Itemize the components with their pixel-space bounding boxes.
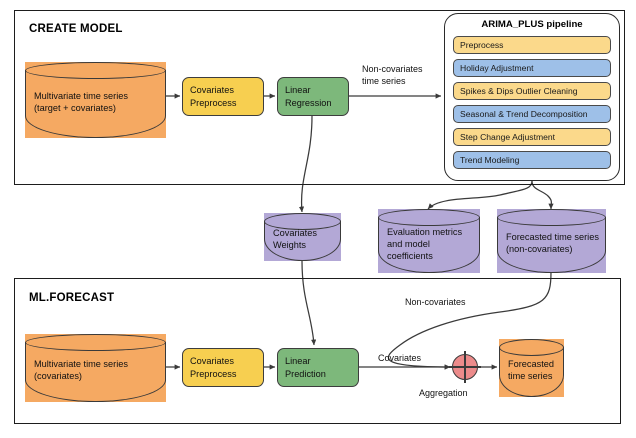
cylinder-body [378, 217, 480, 273]
box-label-line1: Linear [285, 356, 311, 366]
covariates-preprocess-box-ml-forecast[interactable]: Covariates Preprocess [182, 348, 264, 387]
box-label-line2: Prediction [285, 368, 326, 379]
ml-forecast-frame [14, 278, 621, 424]
store-label: Forecasted time series [508, 358, 557, 382]
pipeline-step-holiday-adjustment[interactable]: Holiday Adjustment [453, 59, 611, 77]
box-label-line2: Preprocess [190, 368, 237, 379]
box-label: Covariates Preprocess [190, 84, 236, 109]
store-label: Multivariate time series (target + covar… [34, 90, 159, 114]
linear-regression-box[interactable]: Linear Regression [277, 77, 349, 116]
store-label: Evaluation metrics and model coefficient… [387, 226, 473, 262]
store-label-line1: Multivariate time series [34, 358, 128, 369]
create-model-title: CREATE MODEL [29, 23, 123, 35]
cylinder-body [497, 217, 606, 273]
cylinder-top [264, 213, 341, 230]
box-label-line2: Regression [285, 97, 332, 108]
store-label-line2: (covariates) [34, 370, 82, 381]
pipeline-step-label: Holiday Adjustment [460, 63, 534, 73]
forecasted-non-covariates-store: Forecasted time series (non-covariates) [497, 209, 606, 273]
store-label-line2: (non-covariates) [506, 243, 573, 254]
box-label-line1: Covariates [190, 356, 234, 366]
box-label: Linear Prediction [285, 355, 326, 380]
cylinder-body [25, 70, 166, 138]
store-label-line2: Weights [273, 239, 307, 250]
pipeline-step-label: Spikes & Dips Outlier Cleaning [460, 86, 578, 96]
pipeline-step-label: Seasonal & Trend Decomposition [460, 109, 588, 119]
box-label-line2: Preprocess [190, 97, 237, 108]
covariates-preprocess-box-create-model[interactable]: Covariates Preprocess [182, 77, 264, 116]
store-label-line1: Forecasted [508, 358, 554, 369]
store-label-line1: Evaluation metrics [387, 226, 463, 237]
box-label: Linear Regression [285, 84, 331, 109]
cylinder-top [378, 209, 480, 226]
edge-pipeline-to-forecast-store [531, 180, 554, 210]
create-model-frame [14, 10, 625, 185]
aggregation-node[interactable] [449, 351, 481, 383]
cylinder-top [25, 334, 166, 351]
pipeline-step-step-change-adjustment[interactable]: Step Change Adjustment [453, 128, 611, 146]
linear-prediction-box[interactable]: Linear Prediction [277, 348, 359, 387]
store-label-line2: time series [508, 370, 553, 381]
pipeline-step-label: Trend Modeling [460, 155, 520, 165]
store-label: Forecasted time series (non-covariates) [506, 231, 599, 255]
covariates-edge-label: Covariates [378, 353, 422, 363]
forecasted-time-series-output-store: Forecasted time series [499, 339, 564, 397]
cylinder-top [499, 339, 564, 356]
store-label: Covariates Weights [273, 227, 334, 251]
store-label-line1: Forecasted time series [506, 231, 599, 242]
pipeline-step-label: Preprocess [460, 40, 504, 50]
pipeline-step-seasonal-trend-decomposition[interactable]: Seasonal & Trend Decomposition [453, 105, 611, 123]
pipeline-step-spikes-dips-outlier-cleaning[interactable]: Spikes & Dips Outlier Cleaning [453, 82, 611, 100]
cylinder-top [25, 62, 166, 79]
cylinder-body [25, 342, 166, 402]
store-label-line2: and model [387, 238, 430, 249]
multivariate-input-store-create-model: Multivariate time series (target + covar… [25, 62, 166, 138]
pipeline-step-label: Step Change Adjustment [460, 132, 556, 142]
pipeline-title: ARIMA_PLUS pipeline [481, 19, 583, 30]
pipeline-step-preprocess[interactable]: Preprocess [453, 36, 611, 54]
multivariate-input-store-ml-forecast: Multivariate time series (covariates) [25, 334, 166, 402]
non-covariates-time-series-label: Non-covariates time series [362, 64, 423, 86]
box-label-line1: Covariates [190, 85, 234, 95]
arima-plus-pipeline-container: ARIMA_PLUS pipeline Preprocess Holiday A… [444, 13, 620, 181]
store-label-line1: Covariates [273, 227, 317, 238]
pipeline-step-trend-modeling[interactable]: Trend Modeling [453, 151, 611, 169]
aggregation-label: Aggregation [419, 388, 468, 398]
ml-forecast-title: ML.FORECAST [29, 292, 115, 304]
edge-pipeline-to-evaluation-metrics [427, 180, 533, 210]
store-label: Multivariate time series (covariates) [34, 358, 159, 382]
covariates-weights-store: Covariates Weights [264, 213, 341, 261]
box-label: Covariates Preprocess [190, 355, 236, 380]
non-covariates-edge-label: Non-covariates [405, 297, 466, 307]
store-label-line3: coefficients [387, 250, 433, 261]
store-label-line2: (target + covariates) [34, 102, 116, 113]
store-label-line1: Multivariate time series [34, 90, 128, 101]
evaluation-metrics-store: Evaluation metrics and model coefficient… [378, 209, 480, 273]
cylinder-top [497, 209, 606, 226]
box-label-line1: Linear [285, 85, 311, 95]
